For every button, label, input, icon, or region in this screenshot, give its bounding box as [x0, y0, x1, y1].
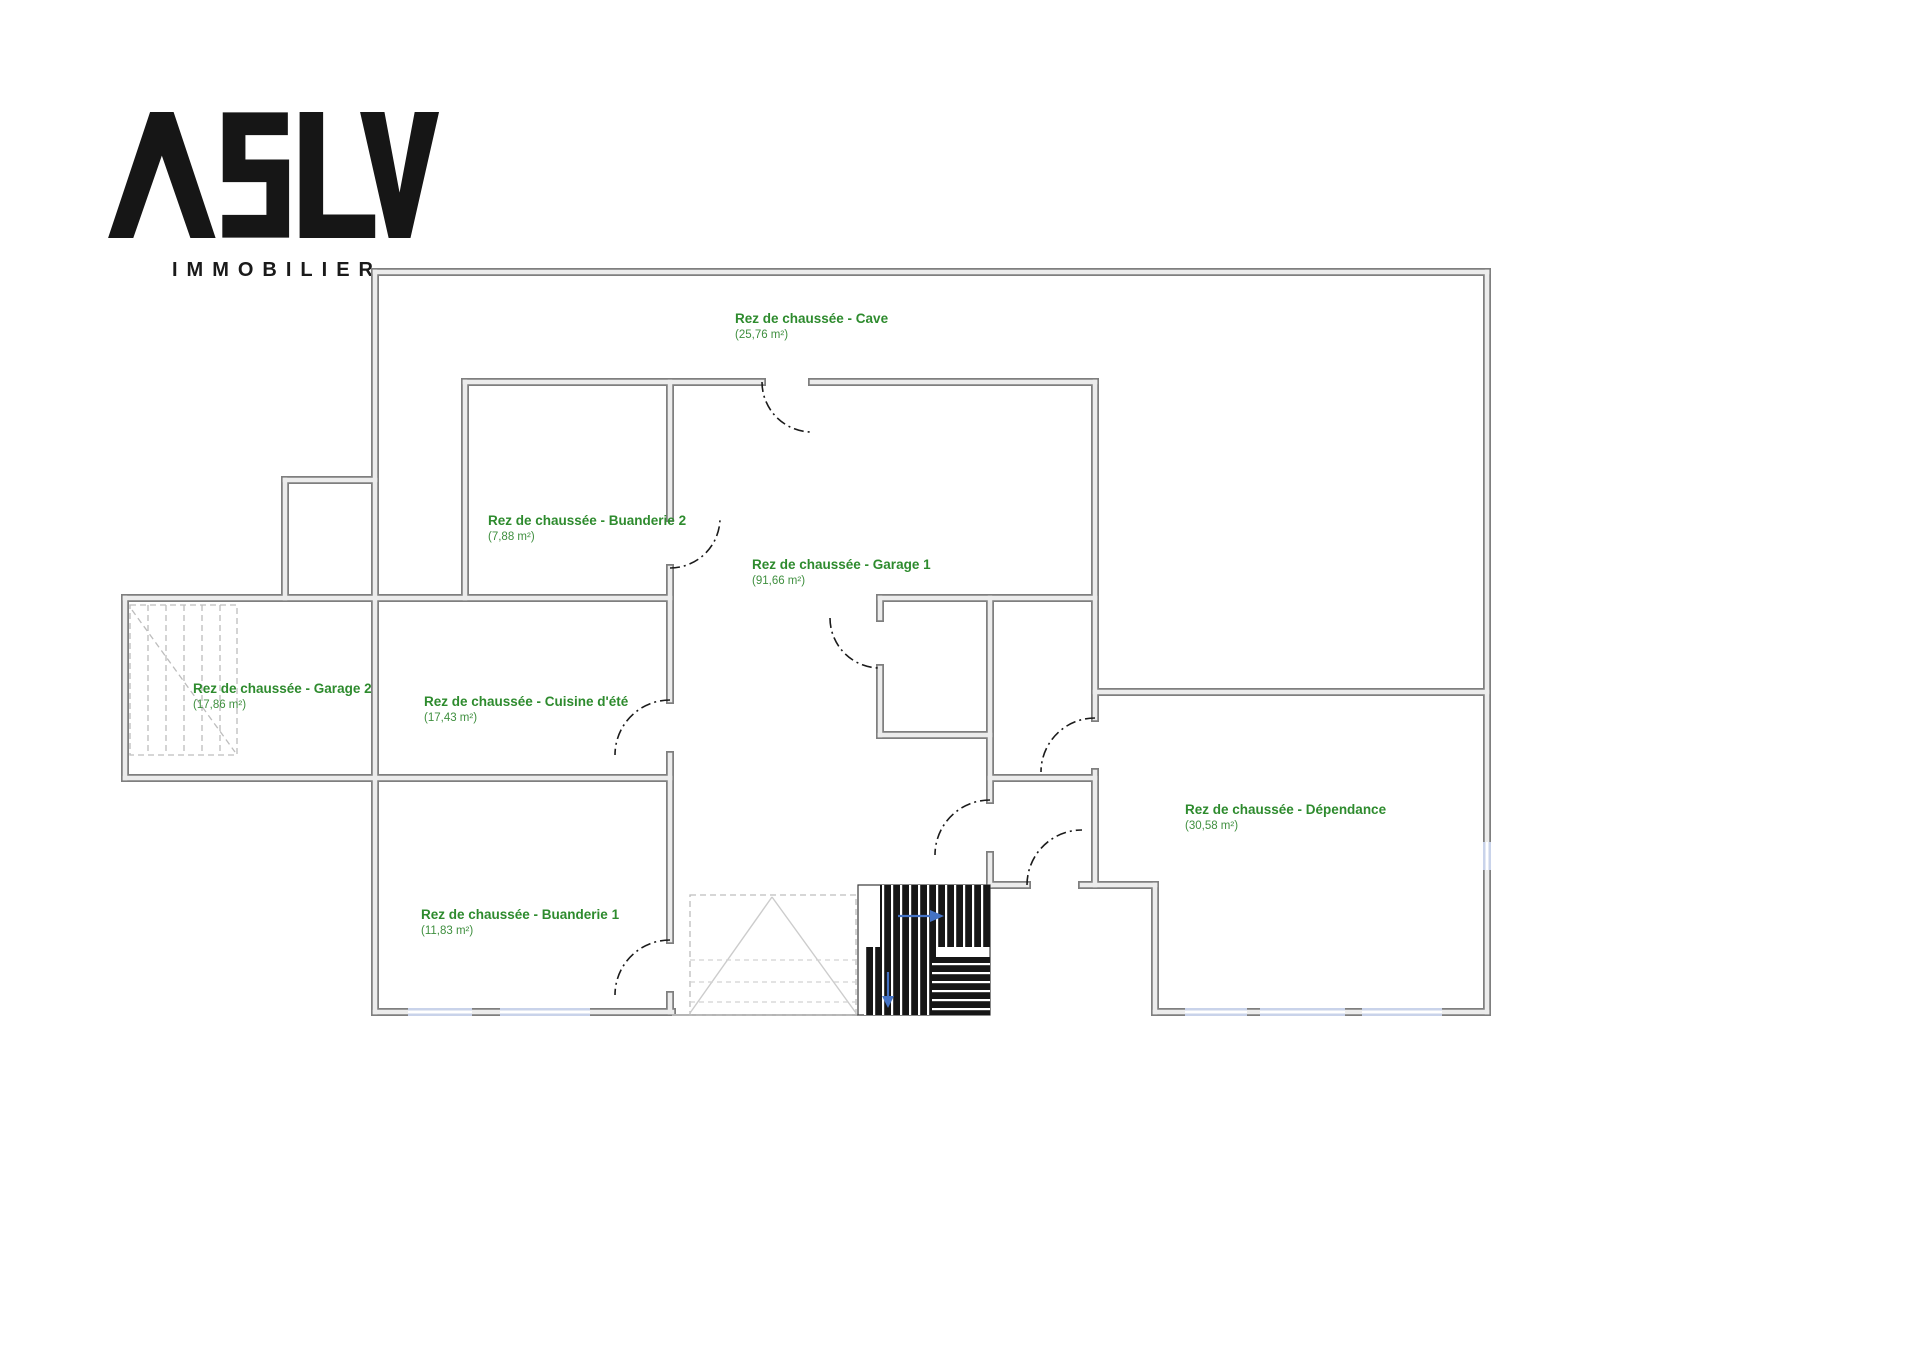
room-label-cave: Rez de chaussée - Cave (25,76 m²): [735, 310, 888, 342]
doors: [614, 381, 1096, 996]
room-label-buanderie-2: Rez de chaussée - Buanderie 2 (7,88 m²): [488, 512, 686, 544]
room-label-garage-2: Rez de chaussée - Garage 2 (17,86 m²): [193, 680, 372, 712]
room-name: Rez de chaussée - Cave: [735, 311, 889, 326]
room-name: Rez de chaussée - Garage 2: [193, 681, 372, 696]
room-area: (91,66 m²): [752, 574, 806, 587]
stair-flight-right: [932, 957, 990, 1015]
room-name: Rez de chaussée - Buanderie 2: [488, 513, 687, 528]
stairs-icon: [672, 884, 991, 1016]
stair-arrow-head: [882, 996, 894, 1008]
logo-letter-v: [360, 112, 440, 239]
room-name: Rez de chaussée - Garage 1: [752, 557, 931, 572]
garage2-dashed-stair: [129, 604, 238, 756]
room-area: (30,58 m²): [1185, 819, 1239, 832]
logo-letter-l: [299, 112, 376, 239]
door-swing-icon: [1026, 829, 1083, 886]
stair-arrow-head: [930, 910, 944, 922]
ramp-slope: [689, 896, 773, 1014]
door-swing-icon: [829, 617, 881, 669]
door-swing-icon: [614, 939, 671, 996]
room-label-garage-1: Rez de chaussée - Garage 1 (91,66 m²): [752, 556, 931, 588]
room-name: Rez de chaussée - Dépendance: [1185, 802, 1387, 817]
room-label-dependance: Rez de chaussée - Dépendance (30,58 m²): [1185, 801, 1386, 833]
door-swing-icon: [1040, 717, 1096, 773]
room-area: (17,43 m²): [424, 711, 478, 724]
logo-subtitle: IMMOBILIER: [172, 259, 382, 281]
room-name: Rez de chaussée - Cuisine d'été: [424, 694, 629, 709]
aslv-logo: [108, 112, 440, 239]
ramp-outline: [689, 894, 857, 1016]
door-swing-icon: [761, 381, 813, 433]
room-area: (17,86 m²): [193, 698, 247, 711]
room-area: (11,83 m²): [421, 924, 474, 937]
stair-flight-left: [864, 947, 936, 1015]
door-swing-icon: [669, 517, 721, 569]
door-swing-icon: [934, 799, 991, 856]
windows: [408, 842, 1491, 1016]
room-area: (25,76 m²): [735, 328, 789, 341]
walls: [121, 268, 1491, 1016]
logo-letter-s: [222, 112, 290, 238]
room-label-buanderie-1: Rez de chaussée - Buanderie 1 (11,83 m²): [421, 906, 619, 938]
room-name: Rez de chaussée - Buanderie 1: [421, 907, 620, 922]
door-swing-icon: [614, 699, 671, 756]
ramp-slope: [771, 896, 857, 1014]
logo-letter-a: [108, 112, 216, 239]
exterior-ramp: [689, 894, 857, 1016]
room-area: (7,88 m²): [488, 530, 535, 543]
room-label-cuisine: Rez de chaussée - Cuisine d'été (17,43 m…: [424, 693, 628, 725]
